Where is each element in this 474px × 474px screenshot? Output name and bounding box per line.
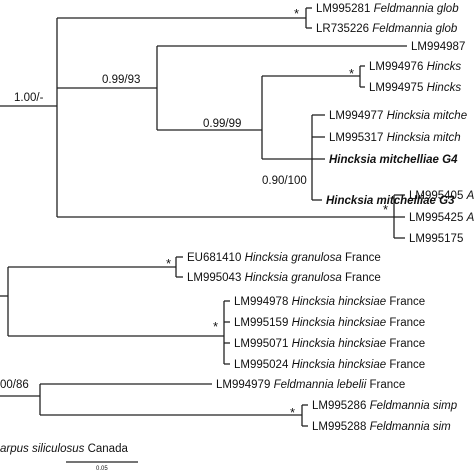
support-lower: 00/86 — [0, 379, 29, 391]
taxon-label: EU681410 Hincksia granulosa France — [187, 252, 381, 264]
support-root: 1.00/- — [14, 92, 44, 104]
taxon-label: LM995425 A — [409, 212, 474, 224]
support-star: * — [290, 405, 295, 420]
taxon-label: LM995043 Hincksia granulosa France — [187, 272, 381, 284]
taxon-label: LM994987 — [411, 41, 465, 53]
taxon-label: arpus siliculosus Canada — [0, 443, 128, 455]
support-values: 1.00/- 0.99/93 0.99/99 0.90/100 00/86 * … — [0, 6, 388, 420]
taxon-label: LM995405 A — [409, 190, 474, 202]
support-star: * — [294, 6, 299, 21]
scale-bar-label: 0.05 — [96, 466, 108, 472]
taxon-label: LR735226 Feldmannia glob — [316, 23, 458, 35]
taxon-label: Hincksia mitchelliae G4 — [329, 154, 458, 166]
taxon-label: LM994977 Hincksia mitche — [329, 110, 467, 122]
taxon-label: LM995024 Hincksia hincksiae France — [234, 359, 425, 371]
taxon-label: LM995175 — [409, 233, 463, 245]
support-star: * — [383, 202, 388, 217]
support-star: * — [349, 66, 354, 81]
taxon-label: LM994978 Hincksia hincksiae France — [234, 296, 425, 308]
support-clade-c: 0.90/100 — [262, 175, 307, 187]
taxon-label: Hincksia mitchelliae G3 — [326, 195, 455, 207]
tree-branches — [0, 7, 407, 427]
taxon-label: LM995159 Hincksia hincksiae France — [234, 317, 425, 329]
support-clade-b: 0.99/99 — [203, 118, 241, 130]
taxon-labels: LM995281 Feldmannia glob LR735226 Feldma… — [0, 3, 474, 455]
support-star: * — [213, 319, 218, 334]
taxon-label: LM995317 Hincksia mitch — [329, 132, 461, 144]
scale-bar: 0.05 — [66, 461, 138, 472]
taxon-label: LM995288 Feldmannia sim — [312, 421, 451, 433]
support-clade-a: 0.99/93 — [102, 74, 140, 86]
taxon-label: LM994976 Hincks — [369, 61, 461, 73]
taxon-label: LM994979 Feldmannia lebelii France — [216, 379, 405, 391]
taxon-label: LM995281 Feldmannia glob — [316, 3, 459, 15]
taxon-label: LM995286 Feldmannia simp — [312, 400, 458, 412]
taxon-label: LM994975 Hincks — [369, 82, 461, 94]
taxon-label: LM995071 Hincksia hincksiae France — [234, 338, 425, 350]
support-star: * — [166, 256, 171, 271]
